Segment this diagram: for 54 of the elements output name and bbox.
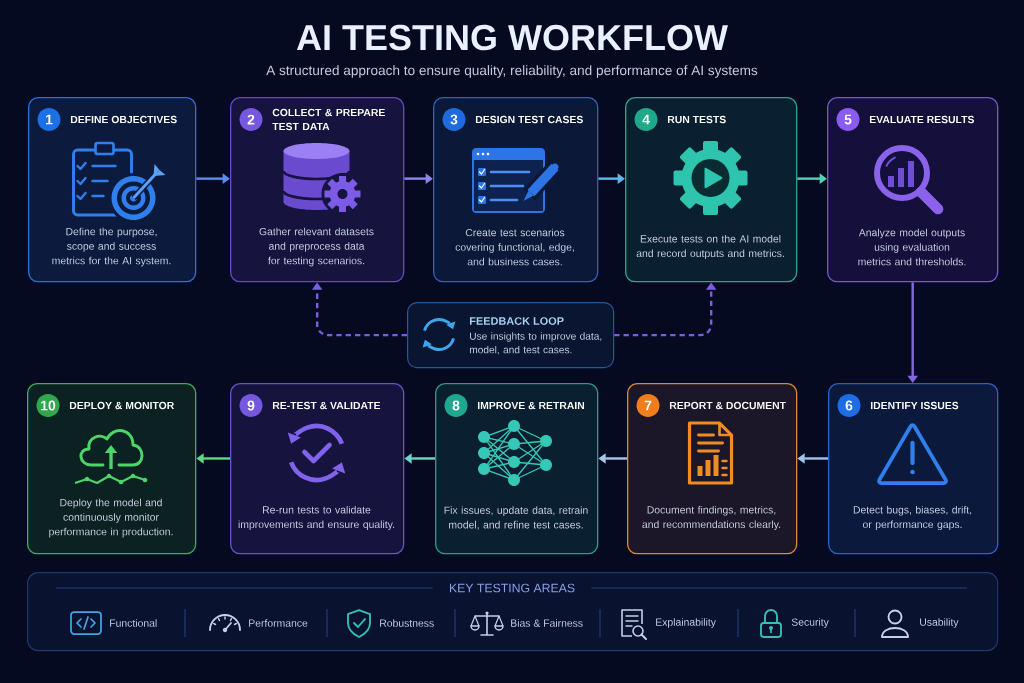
card-description: Document findings, metrics, and recommendations clearly. <box>642 505 781 531</box>
number-badge: 2 <box>239 108 263 131</box>
area-label: Bias & Fairness <box>511 619 583 627</box>
step-card <box>828 383 999 555</box>
area-label: Explainability <box>656 618 716 628</box>
number-badge: 7 <box>636 394 660 417</box>
panel-heading: KEY TESTING AREAS <box>449 583 575 593</box>
card-title: IDENTIFY ISSUES <box>870 401 959 410</box>
step-card <box>230 383 405 555</box>
area-label: Functional <box>110 619 157 627</box>
card-description: Define the purpose, scope and success metrics for the AI system. <box>52 227 171 267</box>
card-description: Gather relevant datasets and preprocess data for testing scenarios. <box>259 227 374 267</box>
number-badge: 10 <box>36 394 60 417</box>
card-description: Re-run tests to validate improvements and ensure quality. <box>238 505 395 531</box>
step-card <box>28 97 197 283</box>
area-label: Performance <box>249 619 308 627</box>
number-badge: 6 <box>837 394 861 417</box>
card-description: Fix issues, update data, retrain model, and refine test cases. <box>444 506 588 530</box>
feedback-title: FEEDBACK LOOP <box>470 317 564 325</box>
area-label: Robustness <box>380 619 434 627</box>
key-areas-panel <box>27 572 999 652</box>
card-description: Execute tests on the AI model and record outputs and metrics. <box>636 234 784 260</box>
number-badge: 8 <box>444 394 468 417</box>
card-title: COLLECT & PREPARE TEST DATA <box>272 108 385 131</box>
card-title: DEFINE OBJECTIVES <box>70 115 177 124</box>
card-title: RUN TESTS <box>667 115 726 124</box>
card-title: RE-TEST & VALIDATE <box>272 401 381 410</box>
area-label: Security <box>791 618 829 628</box>
step-card <box>827 97 999 283</box>
step-card <box>625 97 798 283</box>
card-description: Detect bugs, biases, drift, or performance gaps. <box>853 505 972 531</box>
card-title: REPORT & DOCUMENT <box>669 401 786 410</box>
number-badge: 9 <box>239 394 263 417</box>
step-card <box>433 97 599 283</box>
card-description: Deploy the model and continuously monitor performance in production. <box>49 498 173 538</box>
card-description: Create test scenarios covering functional, edge, and business cases. <box>455 228 574 266</box>
number-badge: 5 <box>836 108 860 131</box>
subtitle: A structured approach to ensure quality, reliability, and performance of AI systems <box>266 65 758 78</box>
number-badge: 1 <box>37 108 61 131</box>
card-title: DESIGN TEST CASES <box>475 115 583 124</box>
card-title: IMPROVE & RETRAIN <box>477 401 584 410</box>
step-card <box>230 97 405 283</box>
step-card <box>627 383 798 555</box>
number-badge: 4 <box>634 108 658 131</box>
area-label: Usability <box>920 618 959 628</box>
card-title: DEPLOY & MONITOR <box>69 401 175 410</box>
step-card <box>27 383 197 555</box>
title: AI TESTING WORKFLOW <box>296 24 728 51</box>
number-badge: 3 <box>442 108 466 131</box>
card-description: Analyze model outputs using evaluation metrics and thresholds. <box>858 228 966 266</box>
feedback-box <box>407 302 615 369</box>
card-title: EVALUATE RESULTS <box>869 115 975 124</box>
step-card <box>435 383 599 555</box>
feedback-description: Use insights to improve data, model, and test cases. <box>469 332 602 355</box>
